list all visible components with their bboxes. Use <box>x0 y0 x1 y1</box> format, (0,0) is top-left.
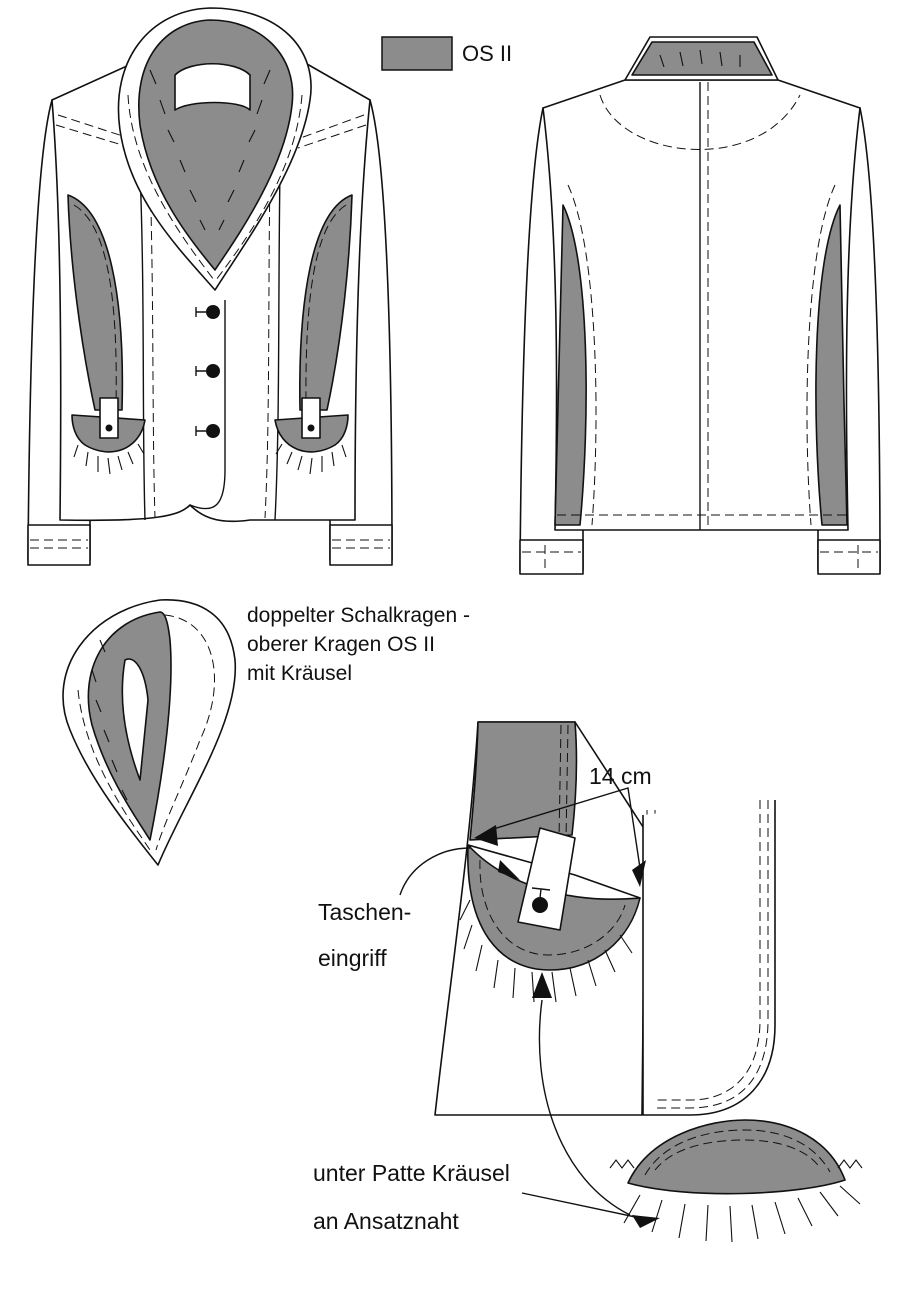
ruffle-caption-line-2: an Ansatznaht <box>313 1208 459 1234</box>
legend-label: OS II <box>462 41 513 66</box>
front-view <box>27 7 393 566</box>
collar-caption: doppelter Schalkragen - oberer Kragen OS… <box>247 603 470 690</box>
front-button-bottom <box>195 424 220 438</box>
measure-label: 14 cm <box>589 763 652 789</box>
pocket-caption-line-1: Taschen- <box>318 899 412 925</box>
front-right-pocket <box>274 397 349 475</box>
front-left-side-panel <box>67 194 124 411</box>
front-button-top <box>195 305 220 319</box>
pocket-opening-caption: Taschen- eingriff <box>318 898 411 990</box>
measure-marker-left <box>474 825 498 846</box>
front-left-pocket <box>71 397 146 475</box>
ruffle-marker <box>532 972 552 998</box>
pocket-detail <box>399 721 776 1219</box>
legend-swatch <box>381 36 453 71</box>
pocket-detail-side-panel <box>469 721 578 841</box>
collar-caption-line-1: doppelter Schalkragen - <box>247 604 470 627</box>
front-button-middle <box>195 364 220 378</box>
back-view <box>519 36 881 575</box>
flap-detail-shape <box>627 1119 846 1195</box>
back-left-side-panel <box>554 204 587 526</box>
ruffle-leader <box>538 999 631 1216</box>
collar-caption-line-3: mit Kräusel <box>247 662 353 685</box>
flap-detail <box>609 1119 863 1243</box>
ruffle-caption: unter Patte Kräusel an Ansatznaht <box>313 1159 510 1255</box>
pocket-caption-line-2: eingriff <box>318 945 387 971</box>
collar-caption-line-2: oberer Kragen OS II <box>247 633 435 656</box>
measure-line <box>489 787 641 869</box>
ruffle-caption-line-1: unter Patte Kräusel <box>313 1160 510 1186</box>
measure-marker-right <box>632 860 646 887</box>
collar-detail <box>62 599 237 866</box>
flap-marker <box>632 1215 660 1228</box>
back-right-side-panel <box>815 204 848 526</box>
pocket-opening-leader <box>399 847 471 896</box>
front-right-side-panel <box>299 194 353 411</box>
back-body <box>542 79 861 531</box>
